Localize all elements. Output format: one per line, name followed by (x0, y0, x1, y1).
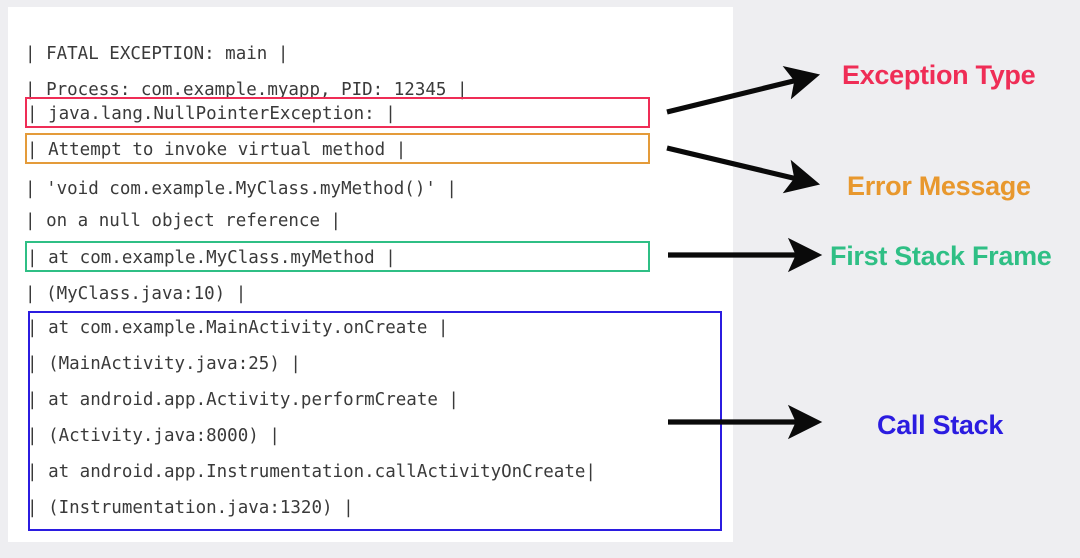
log-line-void-mymethod: | 'void com.example.MyClass.myMethod()' … (25, 179, 457, 199)
highlight-box-error-message (25, 133, 650, 164)
log-line-at-mainactivity-oncreate: | at com.example.MainActivity.onCreate | (27, 318, 449, 338)
log-line-at-instrumentation-callactivityoncreate: | at android.app.Instrumentation.callAct… (27, 462, 596, 482)
highlight-box-first-stack-frame (25, 241, 650, 272)
annotation-label-first-stack-frame: First Stack Frame (830, 241, 1052, 271)
annotation-label-error-message: Error Message (847, 171, 1031, 201)
logcat-card: | FATAL EXCEPTION: main | | Process: com… (8, 7, 733, 542)
log-line-process: | Process: com.example.myapp, PID: 12345… (25, 80, 468, 100)
log-line-attempt-invoke: | Attempt to invoke virtual method | (27, 140, 407, 160)
log-line-myclass-java-10: | (MyClass.java:10) | (25, 284, 247, 304)
log-line-at-myclass-mymethod: | at com.example.MyClass.myMethod | (27, 248, 396, 268)
annotation-label-exception-type: Exception Type (842, 60, 1036, 90)
highlight-box-call-stack (28, 311, 722, 531)
log-line-activity-java-8000: | (Activity.java:8000) | (27, 426, 280, 446)
log-line-null-object-reference: | on a null object reference | (25, 211, 342, 231)
log-line-instrumentation-java-1320: | (Instrumentation.java:1320) | (27, 498, 354, 518)
log-line-at-activity-performcreate: | at android.app.Activity.performCreate … (27, 390, 459, 410)
log-line-nullpointerexception: | java.lang.NullPointerException: | (27, 104, 396, 124)
log-line-fatal-exception: | FATAL EXCEPTION: main | (25, 44, 289, 64)
highlight-box-exception-type (25, 97, 650, 128)
annotation-label-call-stack: Call Stack (877, 410, 1004, 440)
log-line-mainactivity-java-25: | (MainActivity.java:25) | (27, 354, 301, 374)
